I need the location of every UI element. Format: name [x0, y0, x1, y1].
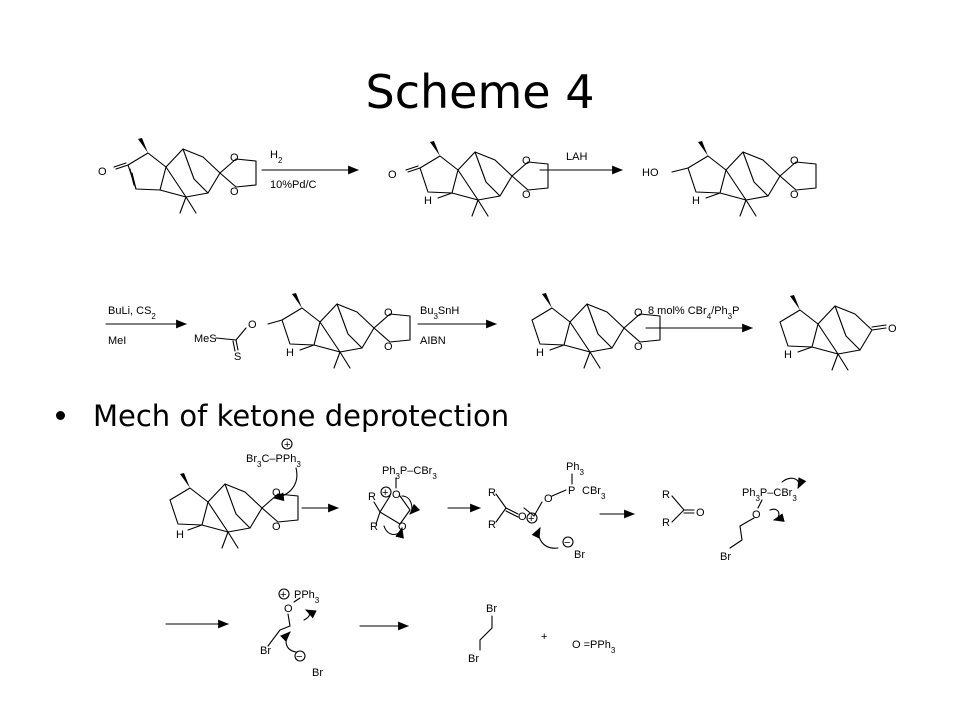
compound-2: O H O O	[388, 140, 549, 217]
plus-sign: +	[541, 631, 547, 643]
p-label: P	[568, 485, 575, 497]
atom-o-label: O	[384, 307, 393, 319]
reaction-arrow-4: Bu3SnH AIBN	[417, 305, 498, 347]
bromide-label: Br	[574, 549, 585, 561]
reagent-aibn: AIBN	[420, 335, 446, 347]
reagent-buli: BuLi, CS2	[108, 305, 156, 321]
reaction-arrow-1: H2 10%Pd/C	[261, 149, 360, 191]
bromo-label: Br	[260, 645, 271, 657]
slide-title: Scheme 4	[365, 65, 595, 119]
atom-o-label: O	[790, 189, 799, 201]
charge-plus-label: +	[284, 439, 290, 451]
bullet-dot-icon	[56, 410, 65, 420]
atom-o-label: O	[398, 521, 407, 533]
atom-o-label: O	[388, 169, 397, 181]
charge-minus-label: −	[296, 651, 302, 663]
bromo-label: Br	[720, 551, 731, 563]
bullet-text: Mech of ketone deprotection	[93, 399, 510, 433]
atom-o-label: O	[230, 186, 239, 198]
atom-o-label: O	[696, 507, 705, 519]
ph3p-cbr3-label: Ph3P–CBr3	[742, 487, 797, 503]
triphenylphosphine-oxide: O =PPh3	[572, 639, 616, 655]
bromo-label: Br	[468, 653, 479, 665]
atom-o-label: O	[634, 341, 643, 353]
compound-5: H O O	[531, 292, 661, 369]
atom-o-label: O	[518, 511, 527, 523]
atom-h-label: H	[286, 347, 294, 359]
cbr3-label: CBr3	[582, 485, 606, 501]
atom-o-label: O	[752, 509, 761, 521]
atom-o-label: O	[392, 489, 401, 501]
atom-o-label: O	[544, 493, 553, 505]
r-group-label: R	[370, 521, 378, 533]
mech-oxyphosphonium: + PPh3 O Br − Br	[260, 588, 323, 679]
reagent-h2: H2	[270, 149, 283, 165]
atom-o-label: O	[98, 166, 107, 178]
atom-h-label: H	[536, 347, 544, 359]
hydroxyl-label: HO	[642, 167, 659, 179]
atom-o-label: O	[248, 319, 257, 331]
atom-s-label: S	[234, 351, 241, 363]
bromide-label: Br	[312, 667, 323, 679]
atom-o-label: O	[888, 323, 897, 335]
charge-plus-label: +	[280, 589, 286, 601]
mes-label: MeS	[194, 333, 217, 345]
charge-plus-label: +	[528, 513, 534, 525]
mech-phosphonium-ether: Ph3P–CBr3 O Br	[720, 477, 807, 563]
r-group-label: R	[662, 517, 670, 529]
atom-o-label: O	[634, 307, 643, 319]
mech-intermediate-1: Ph3P–CBr3 O + R R O	[368, 465, 437, 539]
bullet-item: Mech of ketone deprotection	[56, 396, 509, 436]
atom-h-label: H	[692, 195, 700, 207]
atom-o-label: O	[384, 341, 393, 353]
reagent-bu3snh: Bu3SnH	[420, 305, 459, 321]
compound-6: H O	[779, 294, 897, 371]
reaction-arrow-2: LAH	[539, 151, 624, 175]
atom-o-label: O	[230, 152, 239, 164]
mech-ketal: H O O	[169, 472, 299, 549]
bromo-label: Br	[486, 603, 497, 615]
atom-o-label: O	[284, 603, 293, 615]
compound-4: O MeS S H O O	[194, 292, 411, 369]
dibromoethane: Br Br	[468, 603, 497, 665]
compound-1: O O O	[98, 137, 257, 214]
reagent-pdc: 10%Pd/C	[270, 179, 317, 191]
r-group-label: R	[488, 487, 496, 499]
ph3-label: Ph3	[566, 461, 584, 477]
atom-o-label: O	[790, 155, 799, 167]
br3c-pph3-label: Br3C–PPh3	[246, 453, 301, 469]
compound-3: HO H O O	[642, 140, 817, 217]
r-group-label: R	[662, 489, 670, 501]
atom-h-label: H	[176, 529, 184, 541]
reaction-arrow-3: BuLi, CS2 MeI	[105, 305, 188, 347]
atom-h-label: H	[784, 349, 792, 361]
ph3p-cbr3-label: Ph3P–CBr3	[382, 465, 437, 481]
charge-minus-label: −	[564, 537, 570, 549]
atom-h-label: H	[424, 195, 432, 207]
reaction-arrow-5: 8 mol% CBr4/Ph3P	[645, 305, 754, 333]
reagent-cbr4: 8 mol% CBr4/Ph3P	[648, 305, 739, 321]
mech-intermediate-2: Ph3 P CBr3 O R R O + − Br	[488, 461, 606, 561]
atom-o-label: O	[522, 189, 531, 201]
atom-o-label: O	[272, 521, 281, 533]
atom-o-label: O	[522, 155, 531, 167]
mech-ketone: R R O	[662, 489, 705, 529]
reagent-lah: LAH	[566, 151, 587, 163]
pph3-label: PPh3	[294, 589, 320, 605]
r-group-label: R	[368, 491, 376, 503]
charge-plus-label: +	[382, 487, 388, 499]
reagent-mei: MeI	[108, 335, 126, 347]
r-group-label: R	[488, 519, 496, 531]
